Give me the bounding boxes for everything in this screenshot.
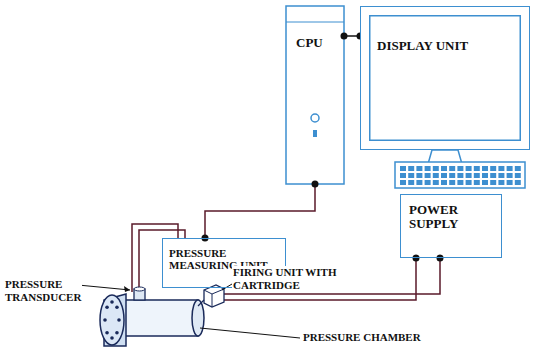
tower-bay: [286, 22, 344, 23]
pressure-chamber: [100, 285, 224, 346]
display-unit-box: DISPLAY UNIT: [360, 6, 530, 150]
node-text: CPU: [296, 36, 342, 50]
led: [313, 130, 317, 137]
connector: [205, 184, 315, 238]
leader-line: [200, 328, 300, 338]
power-button: [311, 114, 319, 122]
firing-unit: [204, 285, 224, 307]
leader-arrow: [124, 286, 130, 292]
keyboard-keys: [400, 166, 521, 185]
node-text: POWER SUPPLY: [409, 203, 495, 232]
terminal-dot: [341, 33, 348, 40]
terminal-dot: [437, 255, 444, 262]
cpu-box: CPU: [286, 6, 344, 184]
part-label: FIRING UNIT WITH CARTRIDGE: [232, 266, 374, 291]
terminal-dot: [312, 181, 319, 188]
part-label: PRESSURE CHAMBER: [302, 331, 444, 344]
leader-line: [222, 284, 232, 290]
keyboard: [395, 162, 525, 188]
leader-line: [78, 285, 130, 290]
power-supply-box: POWER SUPPLY: [400, 194, 502, 258]
part-label: PRESSURE TRANSDUCER: [4, 278, 82, 303]
cpu-tower: [286, 6, 344, 184]
terminal-dot: [413, 255, 420, 262]
node-text: DISPLAY UNIT: [377, 39, 523, 53]
